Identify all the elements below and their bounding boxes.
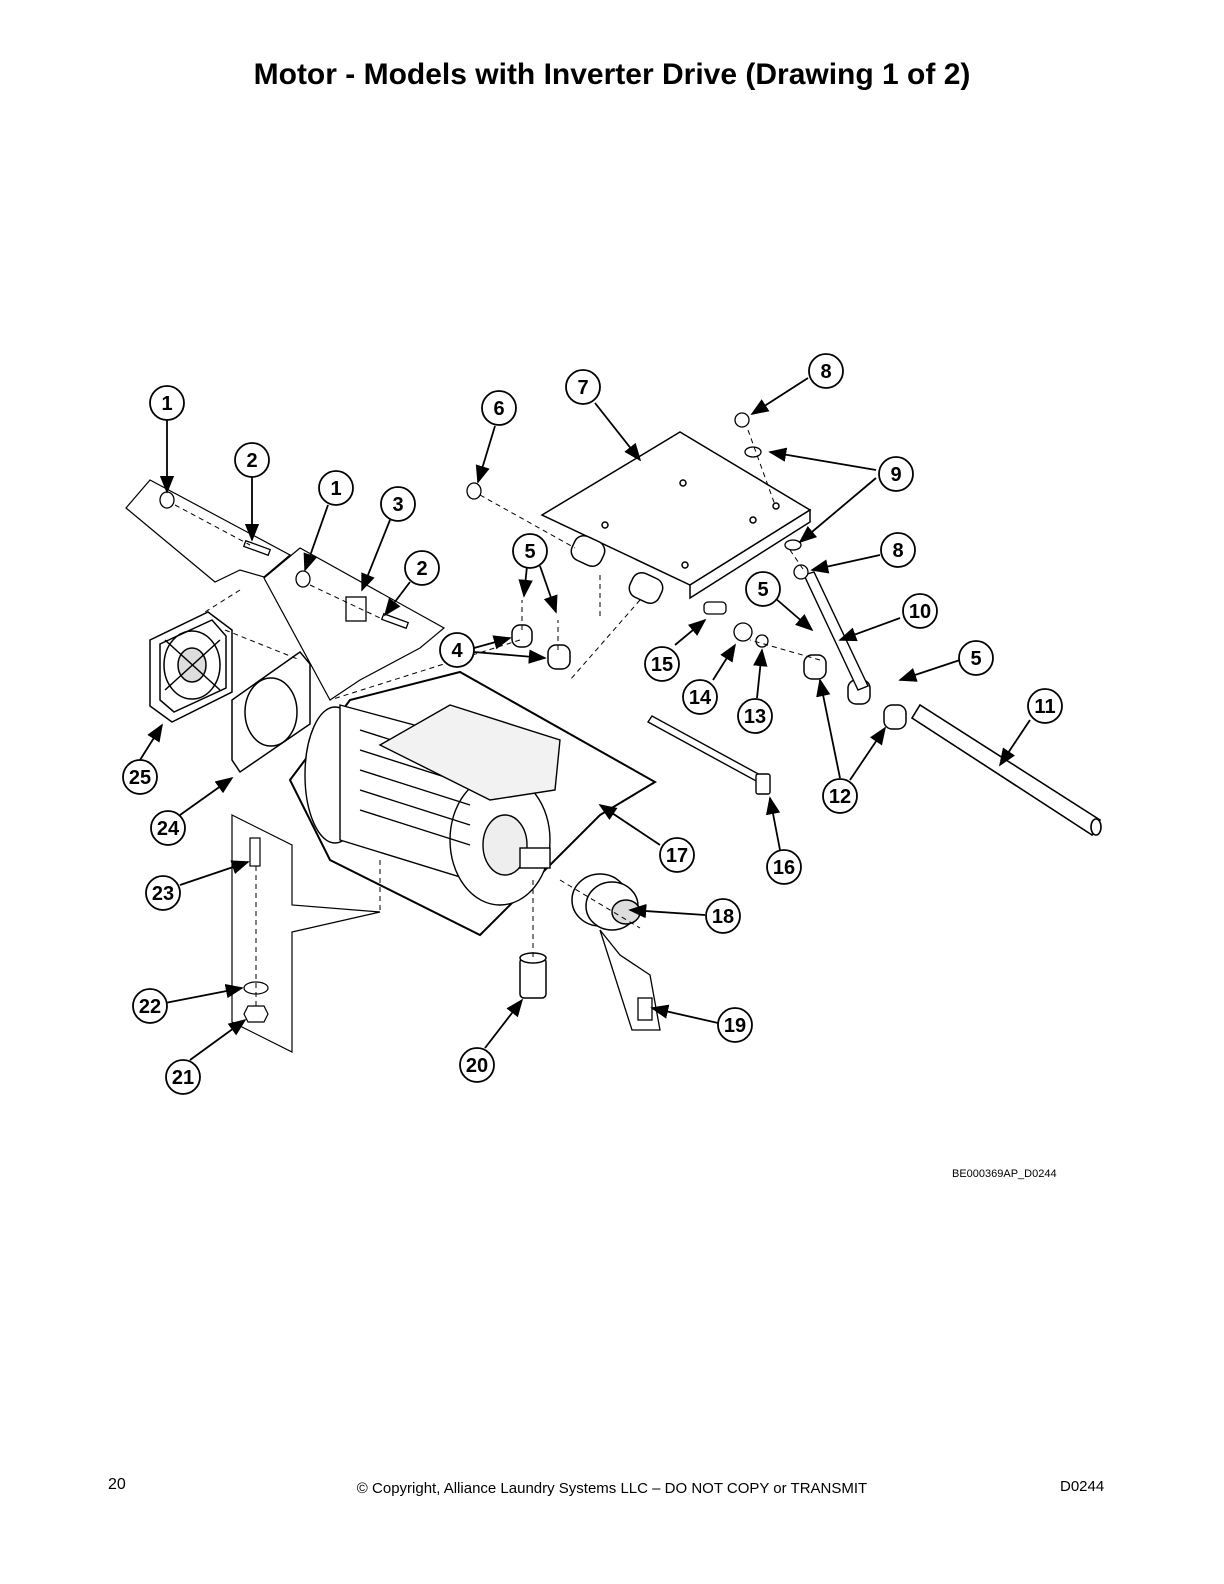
callout-circle <box>766 849 802 885</box>
callout-circle <box>745 571 781 607</box>
callout-label: 23 <box>152 883 174 905</box>
callout-circle <box>512 533 548 569</box>
callout-label: 5 <box>757 579 768 601</box>
callout-circle <box>439 632 475 668</box>
callout-label: 8 <box>892 540 903 562</box>
callout-circle <box>958 640 994 676</box>
callout-circle <box>165 1059 201 1095</box>
callout-labels: 1 2 1 3 2 6 7 8 9 8 5 4 5 10 5 15 14 13 … <box>129 361 1056 1089</box>
fan-gasket-plate <box>231 650 311 774</box>
callout-circle <box>902 593 938 629</box>
callout-circle <box>149 385 185 421</box>
dashed-alignment-lines <box>174 429 821 1006</box>
small-hardware <box>159 412 809 648</box>
callout-label: 6 <box>493 398 504 420</box>
callout-circle <box>404 550 440 586</box>
callout-label: 25 <box>129 767 151 789</box>
callout-label: 2 <box>246 450 257 472</box>
callout-circle <box>822 778 858 814</box>
callout-label: 15 <box>651 654 673 676</box>
callout-label: 24 <box>157 818 180 840</box>
callout-circle <box>234 442 270 478</box>
callout-circle <box>682 679 718 715</box>
document-code: D0244 <box>1060 1478 1105 1495</box>
callout-label: 1 <box>161 393 172 415</box>
motor-assembly <box>288 670 657 937</box>
callout-circle <box>705 898 741 934</box>
callout-label: 4 <box>451 640 463 662</box>
callout-circle <box>122 759 158 795</box>
callout-label: 17 <box>666 845 688 867</box>
callout-label: 22 <box>139 996 161 1018</box>
callout-label: 5 <box>524 541 535 563</box>
cable-gland <box>519 952 547 999</box>
drawing-id: BE000369AP_D0244 <box>952 1168 1057 1180</box>
rubber-mounts <box>511 534 907 730</box>
callout-circle <box>459 1047 495 1083</box>
set-screw <box>599 929 661 1031</box>
callout-circle <box>481 390 517 426</box>
callout-circle <box>565 369 601 405</box>
pivot-shaft <box>910 703 1102 837</box>
callout-label: 19 <box>724 1015 746 1037</box>
callout-circles <box>122 353 1063 1095</box>
callout-label: 3 <box>392 494 403 516</box>
mount-hardware-panel <box>231 814 381 1053</box>
callout-label: 2 <box>416 558 427 580</box>
callout-label: 18 <box>712 906 734 928</box>
callout-label: 12 <box>829 786 851 808</box>
callout-label: 11 <box>1034 696 1055 718</box>
callout-label: 10 <box>909 601 931 623</box>
callout-label: 7 <box>577 377 588 399</box>
callout-label: 5 <box>970 648 981 670</box>
callout-circle <box>808 353 844 389</box>
callout-label: 20 <box>466 1055 488 1077</box>
callout-label: 1 <box>330 478 341 500</box>
callout-circle <box>659 837 695 873</box>
callout-circle <box>880 532 916 568</box>
callout-circle <box>145 875 181 911</box>
callout-circle <box>878 456 914 492</box>
callout-circle <box>717 1007 753 1043</box>
page-number: 20 <box>108 1476 126 1493</box>
callout-circle <box>150 810 186 846</box>
motor-body <box>304 704 561 906</box>
callout-circle <box>318 470 354 506</box>
callout-circle <box>380 486 416 522</box>
fan-assembly <box>149 611 233 723</box>
callout-leaders <box>139 377 1031 1061</box>
callout-label: 14 <box>689 687 712 709</box>
callout-label: 13 <box>744 706 766 728</box>
page-title: Motor - Models with Inverter Drive (Draw… <box>253 58 971 91</box>
long-bolt <box>646 715 771 795</box>
copyright-notice: © Copyright, Alliance Laundry Systems LL… <box>356 1480 868 1497</box>
callout-circle <box>132 988 168 1024</box>
callout-circle <box>737 698 773 734</box>
callout-label: 9 <box>890 464 901 486</box>
callout-label: 16 <box>773 857 795 879</box>
callout-circle <box>1027 688 1063 724</box>
callout-label: 21 <box>172 1067 194 1089</box>
callout-circle <box>644 646 680 682</box>
callout-label: 8 <box>820 361 831 383</box>
